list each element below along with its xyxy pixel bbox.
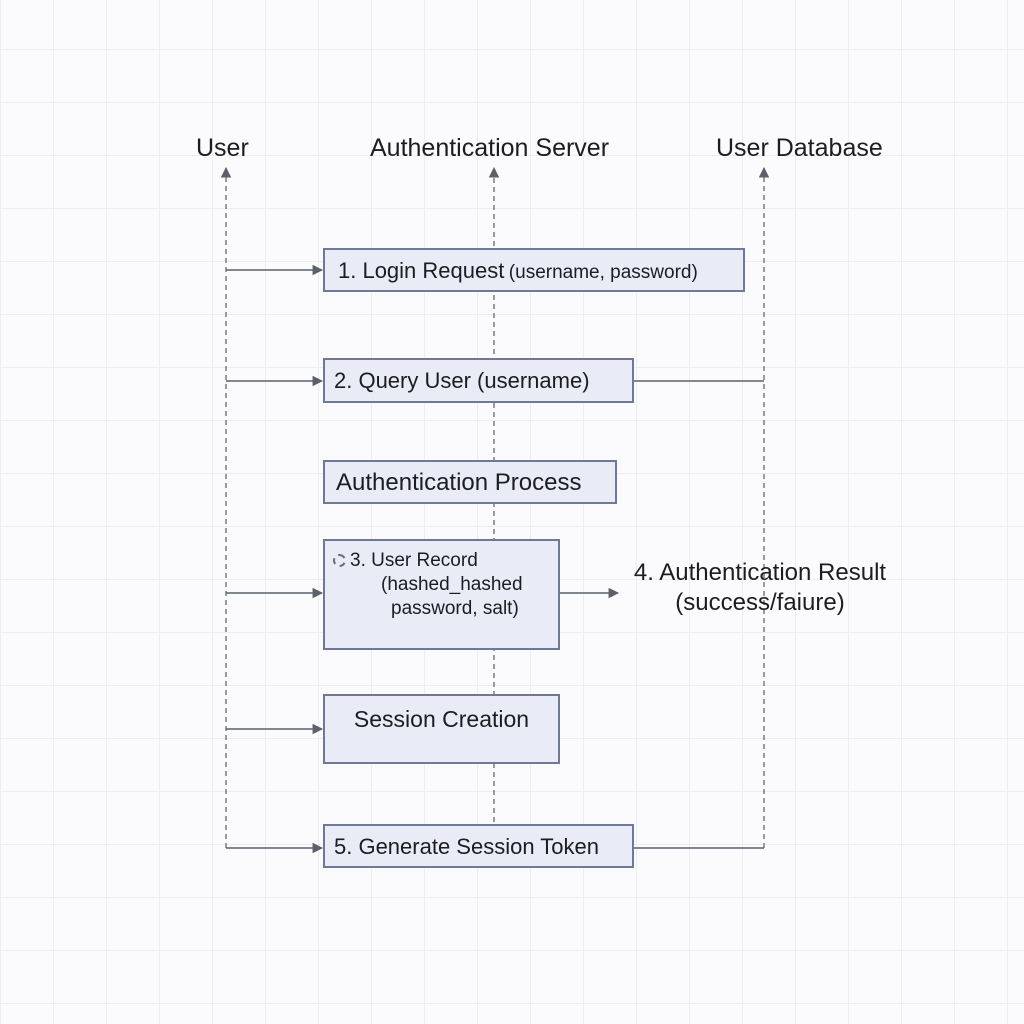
- session-creation-label: Session Creation: [353, 706, 530, 732]
- authentication-process-label: Authentication Process: [336, 469, 582, 496]
- step-authentication-result: 4. Authentication Result (success/faiure…: [620, 558, 900, 618]
- session-creation-box: Session Creation: [323, 694, 560, 764]
- step-user-record-line-3: password, salt): [391, 598, 519, 619]
- authentication-process-box: Authentication Process: [323, 460, 617, 504]
- step-login-request-params: (username, password): [508, 262, 698, 283]
- step-query-user: 2. Query User (username): [323, 358, 634, 403]
- step-generate-session-token-label: 5. Generate Session Token: [334, 834, 599, 859]
- actor-user-database: User Database: [716, 134, 883, 162]
- step-login-request: 1. Login Request (username, password): [323, 248, 745, 292]
- step-user-record-line-2: (hashed_hashed: [381, 574, 523, 595]
- step-authentication-result-line-1: 4. Authentication Result: [633, 559, 887, 586]
- step-generate-session-token: 5. Generate Session Token: [323, 824, 634, 868]
- step-user-record: 3. User Record (hashed_hashed password, …: [323, 539, 560, 650]
- step-user-record-title: 3. User Record: [333, 549, 558, 573]
- actor-authentication-server: Authentication Server: [370, 134, 610, 162]
- loading-spinner-icon: [333, 554, 346, 567]
- actor-user: User: [196, 134, 249, 162]
- step-user-record-line-1: 3. User Record: [350, 550, 478, 571]
- step-query-user-label: 2. Query User (username): [334, 368, 590, 393]
- step-authentication-result-line-2: (success/faiure): [675, 589, 845, 616]
- step-login-request-label: 1. Login Request: [338, 258, 505, 283]
